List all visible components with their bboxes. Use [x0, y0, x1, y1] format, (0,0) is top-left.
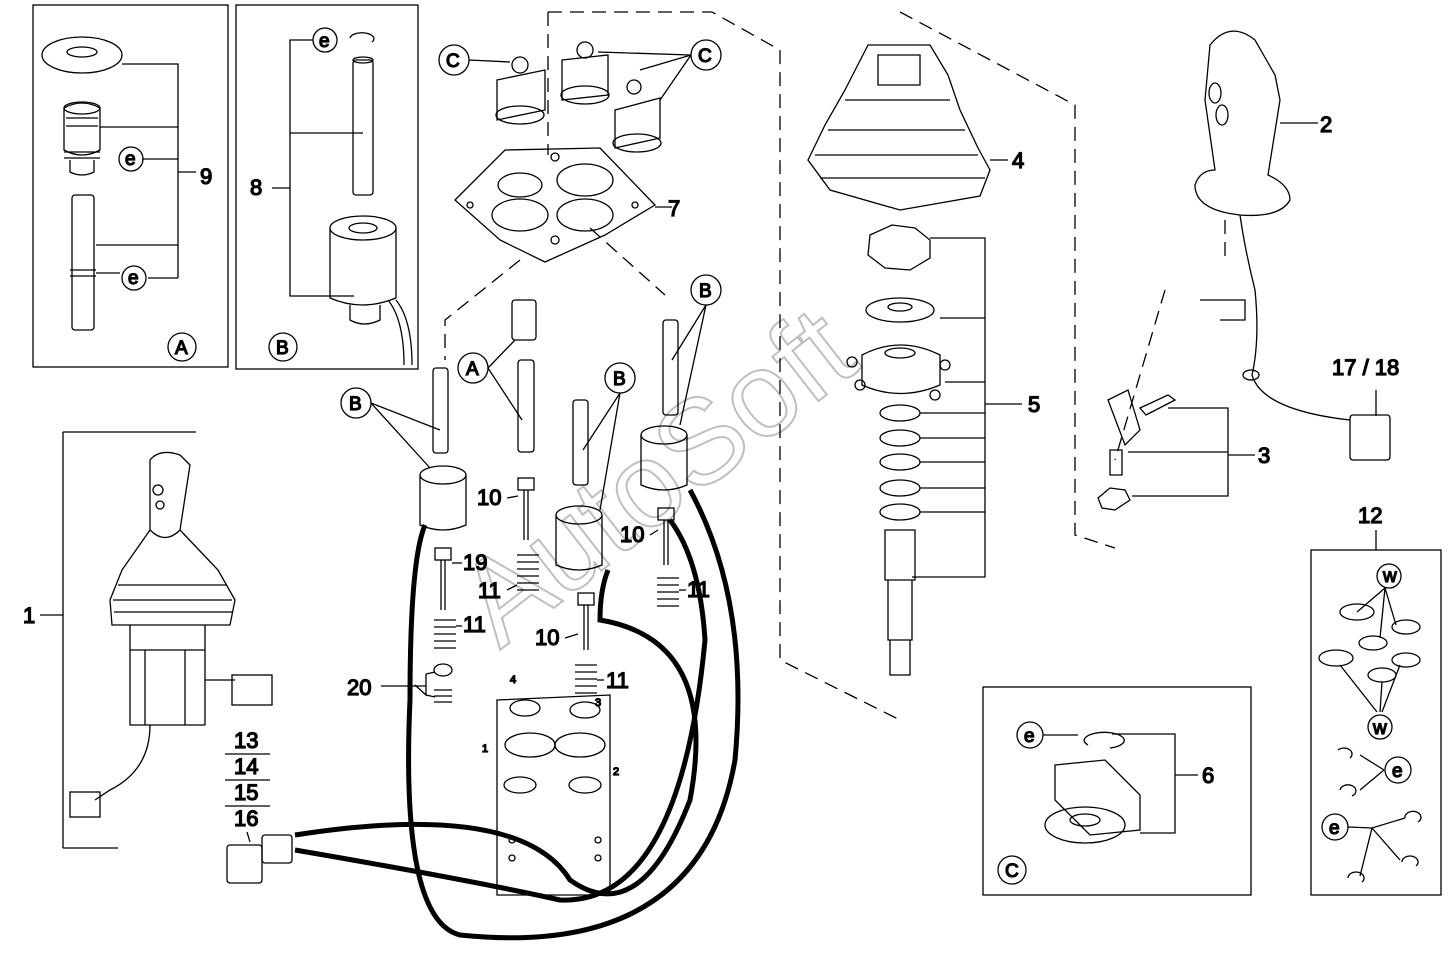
b-label-box: B [276, 338, 289, 359]
kit-12-box: 12 w w e e [1310, 502, 1442, 896]
a-label-box: A [175, 338, 188, 359]
rubber-boot-4: 4 [807, 11, 1116, 549]
callout-9: 9 [200, 164, 212, 189]
port-2: 2 [613, 766, 619, 778]
kit-a-box: e e 9 A [32, 4, 229, 368]
a-label-center: A [466, 359, 479, 380]
e-label-8: e [319, 31, 330, 52]
c-label-top-left: C [446, 51, 460, 72]
callout-10-c: 10 [535, 625, 559, 650]
callout-13: 13 [234, 728, 258, 753]
e-circle-9a [118, 146, 144, 172]
callout-1: 1 [23, 603, 35, 628]
parts-stack-5: 5 [846, 224, 1041, 676]
callout-4: 4 [1012, 148, 1024, 173]
callout-8: 8 [250, 175, 262, 200]
parts-3: 3 [1097, 389, 1271, 511]
callout-10-b: 10 [620, 522, 644, 547]
w-label-bottom: w [1372, 718, 1387, 739]
callout-17-18: 17 / 18 [1332, 355, 1399, 380]
callout-11-d: 11 [606, 668, 629, 693]
e-circle-9b [121, 265, 147, 291]
callout-20: 20 [347, 675, 371, 700]
c-label-box: C [1005, 861, 1019, 882]
callout-12: 12 [1358, 503, 1382, 528]
joystick-assembly-1: 1 [22, 431, 273, 849]
callout-13-16: 13 14 15 16 [225, 727, 270, 843]
handle-assembly-2: 2 17 / 18 [1114, 30, 1400, 461]
c-label-top-right: C [698, 46, 712, 67]
e-label-9b: e [128, 268, 139, 289]
watermark: AutoSoft [434, 281, 879, 670]
w-label-top: w [1382, 566, 1397, 587]
port-3: 3 [595, 697, 601, 709]
e-label-6: e [1024, 726, 1035, 747]
e-label-9a: e [125, 149, 136, 170]
b-label-right: B [699, 281, 712, 302]
callout-2: 2 [1320, 112, 1332, 137]
callout-7: 7 [668, 196, 680, 221]
callout-16: 16 [234, 806, 258, 831]
callout-11-a: 11 [478, 578, 501, 603]
kit-b-box: e 8 B [235, 4, 419, 370]
callout-6: 6 [1202, 763, 1214, 788]
callout-3: 3 [1258, 443, 1270, 468]
e-label-12b: e [1329, 818, 1340, 839]
callout-10-a: 10 [477, 485, 501, 510]
b-label-left: B [349, 394, 362, 415]
valve-body-assembly: 7 C C 4 3 1 2 A [226, 11, 901, 941]
e-label-12a: e [1392, 761, 1403, 782]
callout-14: 14 [234, 754, 258, 779]
callout-11-b: 11 [463, 612, 486, 637]
port-4: 4 [510, 674, 516, 686]
kit-c-box: e 6 C [982, 686, 1252, 896]
callout-15: 15 [234, 780, 258, 805]
port-1: 1 [482, 743, 488, 755]
b-label-middle: B [613, 369, 626, 390]
callout-19: 19 [463, 550, 487, 575]
callout-5: 5 [1028, 392, 1040, 417]
a-circle-box [167, 332, 197, 362]
